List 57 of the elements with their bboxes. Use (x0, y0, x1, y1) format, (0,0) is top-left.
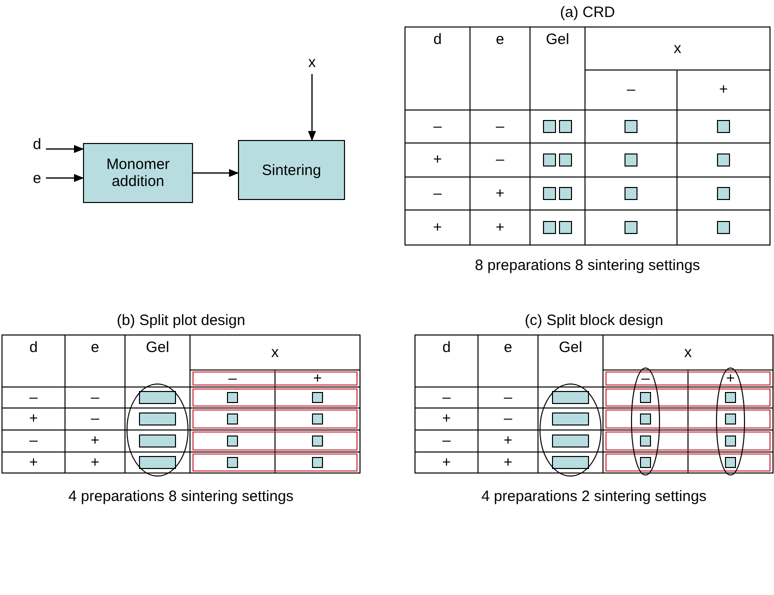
table-text: + (725, 370, 736, 387)
table-caption: 4 preparations 2 sintering settings (480, 488, 708, 505)
table-title: (c) Split block design (524, 312, 664, 329)
table-text: – (502, 388, 514, 406)
table-text: + (312, 370, 323, 387)
input-label: d (28, 134, 46, 154)
table-text: e (494, 31, 506, 48)
table-text: e (90, 339, 100, 356)
table-text: + (432, 151, 443, 168)
table-text: + (90, 432, 100, 449)
table-text: – (28, 388, 39, 406)
process-box: Monomer addition (83, 143, 193, 203)
table-text: d (28, 339, 39, 356)
table-text: + (90, 454, 100, 470)
table-text: – (432, 118, 443, 134)
table-text: + (28, 410, 39, 427)
table-title: (a) CRD (559, 4, 616, 21)
table-text: – (90, 388, 100, 406)
table-text: Gel (144, 339, 170, 356)
table-text: – (502, 410, 514, 427)
table-title: (b) Split plot design (116, 312, 246, 329)
table-text: – (494, 151, 506, 168)
table-text: + (718, 81, 729, 98)
table-text: d (441, 339, 452, 356)
table-text: Gel (544, 31, 570, 48)
table-text: + (441, 410, 452, 427)
process-box: Sintering (238, 140, 345, 200)
input-label: e (28, 168, 46, 188)
table-text: + (502, 432, 514, 449)
table-caption: 4 preparations 8 sintering settings (67, 488, 295, 505)
arrow (308, 74, 316, 141)
table-text: – (227, 370, 238, 387)
table-text: – (640, 370, 651, 387)
table-text: – (494, 118, 506, 134)
table-text: – (441, 388, 452, 406)
arrow (193, 169, 239, 177)
arrow (46, 145, 84, 153)
table-text: – (441, 432, 452, 449)
table-text: – (28, 432, 39, 449)
table-text: + (28, 454, 39, 470)
table-text: – (90, 410, 100, 427)
table-text: Gel (558, 339, 584, 356)
table-text: + (494, 184, 506, 202)
table-text: x (672, 40, 682, 56)
table-text: e (502, 339, 514, 356)
arrow (46, 174, 84, 182)
table-text: d (432, 31, 443, 48)
table-caption: 8 preparations 8 sintering settings (474, 257, 702, 274)
input-label: x (302, 52, 322, 72)
table-text: + (502, 454, 514, 470)
table-text: x (270, 344, 280, 360)
table-text: + (441, 454, 452, 470)
table-text: x (683, 344, 693, 360)
table-text: + (494, 218, 506, 236)
table-text: + (432, 218, 443, 236)
table-text: – (432, 184, 443, 202)
table-text: – (626, 81, 636, 98)
